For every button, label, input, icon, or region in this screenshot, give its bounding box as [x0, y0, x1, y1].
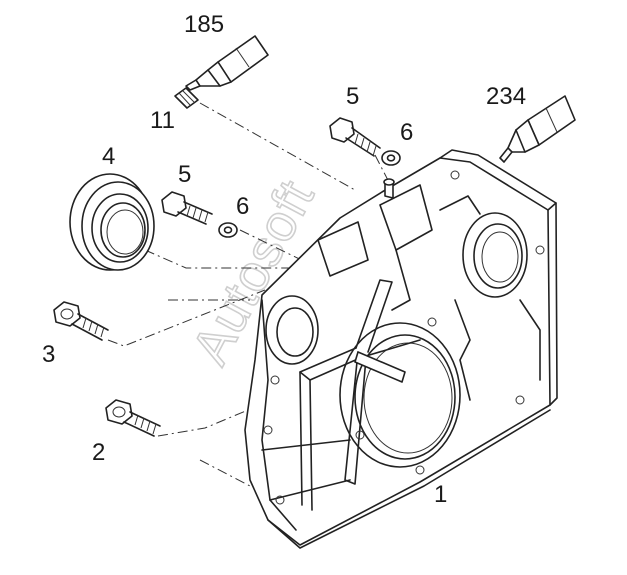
- callout-6-middle: 6: [236, 193, 249, 220]
- front-cover-housing-1: [244, 149, 558, 549]
- bolt-3: [53, 301, 109, 341]
- callout-11: 11: [150, 107, 175, 134]
- oil-seal-4: [69, 173, 155, 271]
- callout-6-upper: 6: [400, 119, 413, 146]
- sealant-tube-185: [185, 35, 269, 91]
- callout-2: 2: [92, 439, 105, 466]
- sealant-tube-234: [499, 95, 576, 163]
- callout-labels: 185 11 5 6 234 4 5 6 3 2 1: [42, 11, 526, 508]
- washer-6-upper: [381, 150, 401, 166]
- callout-5-upper: 5: [346, 83, 359, 110]
- washer-6-middle: [218, 222, 238, 238]
- callout-4: 4: [102, 143, 115, 170]
- bolt-5-middle: [161, 191, 213, 225]
- callout-185: 185: [184, 11, 224, 38]
- bolt-2: [105, 399, 161, 437]
- plug-11: [174, 87, 199, 109]
- bolt-5-upper: [329, 117, 381, 157]
- leader-lines: [107, 102, 393, 487]
- callout-1: 1: [434, 481, 447, 508]
- callout-234: 234: [486, 83, 526, 110]
- callout-3: 3: [42, 341, 55, 368]
- callout-5-middle: 5: [178, 161, 191, 188]
